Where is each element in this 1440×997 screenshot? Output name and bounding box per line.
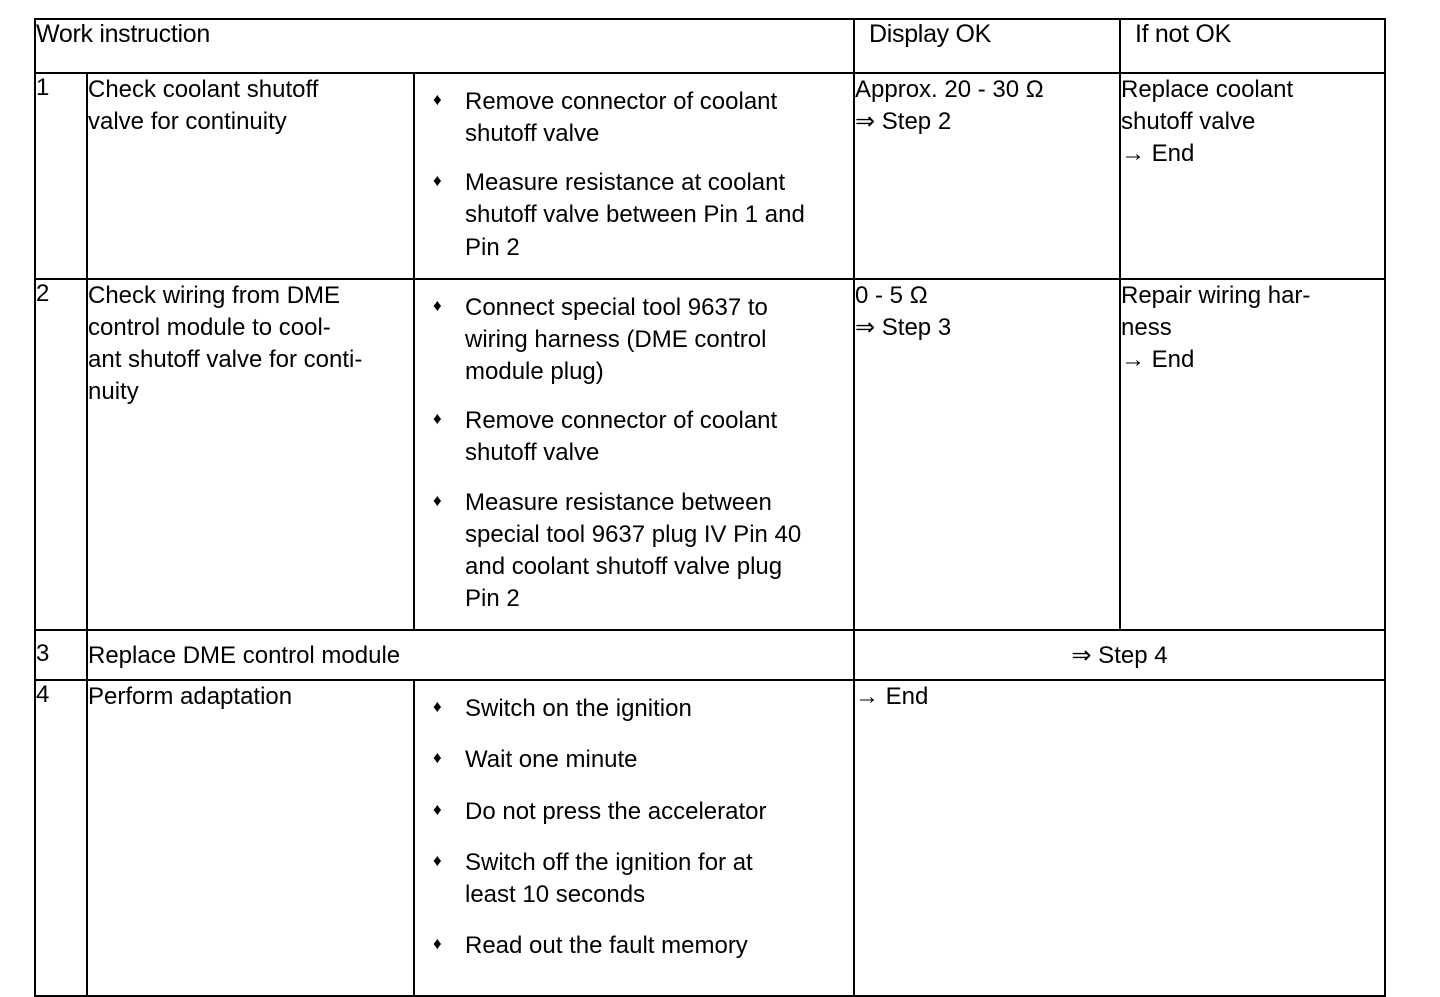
- header-row: Work instruction Display OK If not OK: [34, 18, 1386, 74]
- bullet-icon: ♦: [433, 90, 442, 109]
- bullet-icon: ♦: [433, 697, 442, 717]
- action-line: Connect special tool 9637 to: [465, 293, 768, 321]
- step-instruction: Perform adaptation: [86, 679, 415, 997]
- action-line: special tool 9637 plug IV Pin 40: [465, 520, 802, 548]
- list-item: ♦ Measure resistance between special too…: [415, 487, 843, 616]
- list-item: ♦ Wait one minute: [415, 744, 843, 776]
- instruction-line: Check wiring from DME: [88, 281, 341, 309]
- result-line: → End: [1121, 346, 1195, 374]
- column-header-if-not-ok: If not OK: [1119, 18, 1386, 74]
- step-number: 3: [34, 629, 88, 682]
- step-result-merged: → End: [853, 679, 1386, 997]
- action-line: and coolant shutoff valve plug: [465, 552, 783, 580]
- step-instruction: Check wiring from DME control module to …: [86, 277, 415, 632]
- work-instruction-table: Work instruction Display OK If not OK 1 …: [34, 18, 1386, 997]
- list-item: ♦ Switch off the ignition for at least 1…: [415, 847, 843, 911]
- action-line: wiring harness (DME control: [465, 325, 767, 353]
- instruction-line: valve for continuity: [88, 108, 287, 136]
- table-body: 1 Check coolant shutoff valve for contin…: [34, 72, 1386, 997]
- action-line: Remove connector of coolant: [465, 407, 778, 435]
- step-instruction: Replace DME control module: [86, 629, 855, 682]
- step-actions: ♦ Connect special tool 9637 to wiring ha…: [413, 277, 855, 632]
- step-actions: ♦ Switch on the ignition ♦ Wait one minu…: [413, 679, 855, 997]
- table-row: 4 Perform adaptation ♦ Switch on the ign…: [34, 679, 1386, 997]
- bullet-icon: ♦: [433, 409, 442, 429]
- action-line: Pin 2: [465, 233, 520, 261]
- action-line: Do not press the accelerator: [465, 797, 767, 825]
- list-item: ♦ Connect special tool 9637 to wiring ha…: [415, 292, 843, 388]
- column-header-display-ok: Display OK: [853, 18, 1121, 74]
- action-line: module plug): [465, 358, 604, 386]
- result-line: 0 - 5 Ω: [855, 281, 928, 309]
- result-line: shutoff valve: [1121, 108, 1256, 136]
- bullet-icon: ♦: [433, 799, 442, 819]
- step-number: 4: [34, 679, 88, 997]
- bullet-icon: ♦: [433, 850, 442, 870]
- table-row: 3 Replace DME control module ⇒ Step 4: [34, 629, 1386, 682]
- action-line: shutoff valve between Pin 1 and: [465, 201, 805, 229]
- result-line: ⇒ Step 2: [855, 108, 952, 136]
- table-row: 1 Check coolant shutoff valve for contin…: [34, 72, 1386, 280]
- list-item: ♦ Switch on the ignition: [415, 693, 843, 725]
- action-line: shutoff valve: [465, 120, 600, 148]
- bullet-icon: ♦: [433, 933, 442, 953]
- list-item: ♦ Measure resistance at coolant shutoff …: [415, 167, 843, 263]
- result-line: Replace coolant: [1121, 76, 1294, 103]
- action-line: least 10 seconds: [465, 880, 646, 908]
- if-not-ok-result: Repair wiring har- ness → End: [1119, 277, 1386, 632]
- if-not-ok-result: Replace coolant shutoff valve → End: [1119, 72, 1386, 280]
- action-line: Read out the fault memory: [465, 931, 748, 959]
- bullet-icon: ♦: [433, 748, 442, 768]
- step-number: 2: [34, 277, 88, 632]
- action-line: Wait one minute: [465, 746, 638, 774]
- display-ok-result: 0 - 5 Ω ⇒ Step 3: [853, 277, 1121, 632]
- bullet-icon: ♦: [433, 171, 442, 191]
- action-line: Measure resistance at coolant: [465, 169, 786, 197]
- list-item: ♦ Do not press the accelerator: [415, 796, 843, 828]
- instruction-line: nuity: [88, 378, 139, 406]
- table-header: Work instruction Display OK If not OK: [34, 18, 1386, 74]
- table-row: 2 Check wiring from DME control module t…: [34, 277, 1386, 632]
- list-item: ♦ Remove connector of coolant shutoff va…: [415, 86, 843, 150]
- action-line: Switch on the ignition: [465, 695, 692, 723]
- document-page: Work instruction Display OK If not OK 1 …: [34, 18, 1386, 997]
- result-line: ness: [1121, 313, 1172, 341]
- result-line: Approx. 20 - 30 Ω: [855, 76, 1044, 103]
- list-item: ♦ Read out the fault memory: [415, 930, 843, 962]
- step-result-merged: ⇒ Step 4: [853, 629, 1386, 682]
- bullet-icon: ♦: [433, 490, 442, 510]
- column-header-work-instruction: Work instruction: [34, 18, 855, 74]
- step-actions: ♦ Remove connector of coolant shutoff va…: [413, 72, 855, 280]
- action-line: Measure resistance between: [465, 488, 772, 516]
- display-ok-result: Approx. 20 - 30 Ω ⇒ Step 2: [853, 72, 1121, 280]
- action-list: ♦ Switch on the ignition ♦ Wait one minu…: [415, 681, 853, 995]
- action-line: Pin 2: [465, 585, 520, 613]
- action-list: ♦ Remove connector of coolant shutoff va…: [415, 74, 853, 278]
- action-list: ♦ Connect special tool 9637 to wiring ha…: [415, 280, 853, 629]
- result-line: ⇒ Step 3: [855, 313, 952, 341]
- step-instruction: Check coolant shutoff valve for continui…: [86, 72, 415, 280]
- action-line: shutoff valve: [465, 439, 600, 467]
- instruction-line: control module to cool-: [88, 313, 331, 341]
- action-line: Remove connector of coolant: [465, 88, 778, 115]
- step-number: 1: [34, 72, 88, 280]
- instruction-line: Check coolant shutoff: [88, 76, 319, 103]
- instruction-line: ant shutoff valve for conti-: [88, 346, 363, 374]
- result-line: → End: [1121, 140, 1195, 168]
- result-line: Repair wiring har-: [1121, 281, 1311, 309]
- action-line: Switch off the ignition for at: [465, 848, 753, 876]
- list-item: ♦ Remove connector of coolant shutoff va…: [415, 405, 843, 469]
- bullet-icon: ♦: [433, 295, 442, 315]
